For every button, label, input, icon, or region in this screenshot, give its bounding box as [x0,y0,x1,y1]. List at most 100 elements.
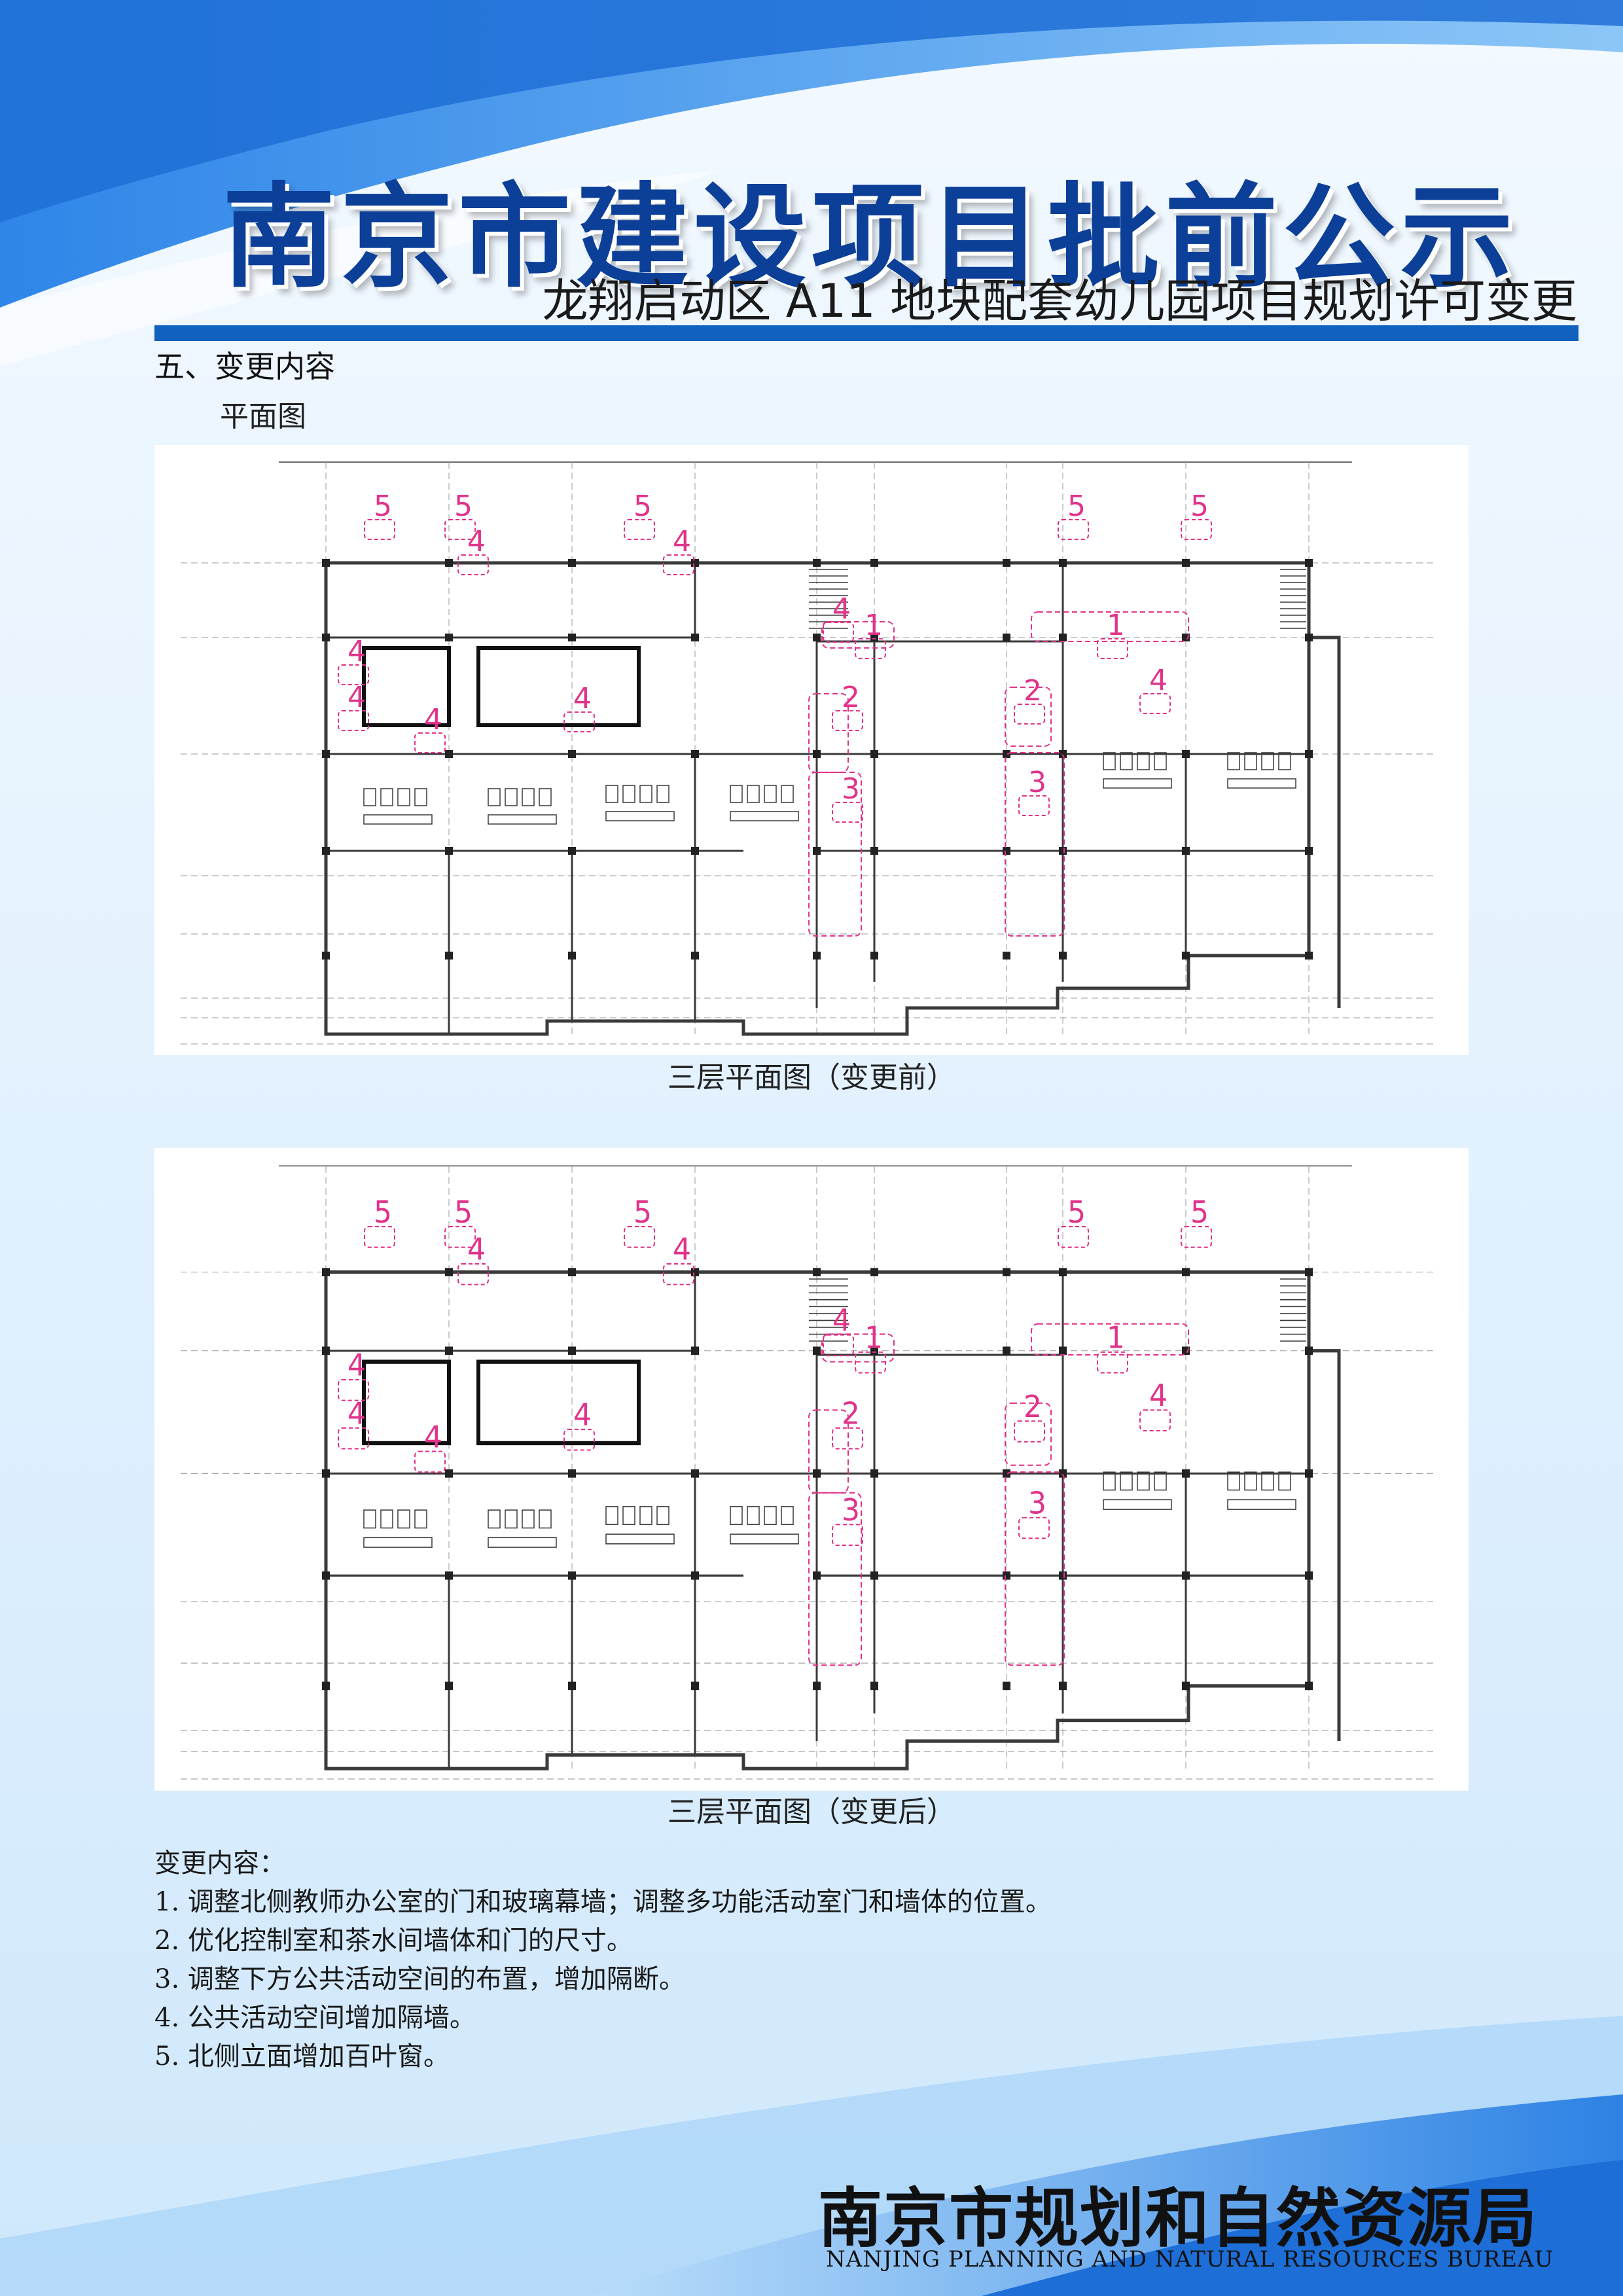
column [870,750,878,758]
change-cloud [338,1427,369,1450]
fixture [363,1509,376,1529]
fixture [380,1509,393,1529]
change-marker: 4 [832,592,851,626]
column [322,559,330,567]
change-marker: 4 [424,1419,442,1454]
counter [1103,1499,1172,1510]
change-marker: 5 [1067,490,1086,523]
change-cloud [1139,1409,1171,1432]
change-cloud [1018,1516,1050,1539]
change-cloud [1097,1351,1128,1374]
fixture [397,788,410,806]
change-cloud [624,519,655,540]
column [691,750,699,758]
column [568,1469,576,1478]
column [445,1469,453,1478]
change-marker: 1 [865,1319,883,1355]
fixture [730,785,743,803]
counter [363,814,433,825]
column [445,1571,453,1580]
change-marker: 4 [348,1348,366,1383]
column [691,1346,699,1355]
fixture [1137,1471,1150,1491]
column [1059,1469,1067,1478]
column [1182,750,1190,758]
change-marker: 4 [1149,664,1168,697]
column [445,952,453,960]
column [1059,1571,1067,1580]
change-marker: 4 [673,525,691,558]
change-marker: 4 [467,525,486,558]
counter [488,814,557,825]
change-marker: 4 [573,682,592,715]
change-cloud [832,1427,863,1450]
change-marker: 5 [1190,490,1209,523]
column [1305,952,1313,960]
light-well [362,646,451,727]
column [691,1571,699,1580]
column [691,952,699,960]
column [813,634,821,641]
column [322,1681,330,1691]
column [1182,559,1190,567]
column [1059,847,1067,855]
fixture [539,1509,552,1529]
column [1003,1469,1010,1478]
change-cloud [1018,795,1050,816]
change-cloud [1181,1226,1212,1248]
change-marker: 4 [1149,1378,1168,1413]
column [568,750,576,758]
column [445,1346,453,1355]
change-marker: 4 [832,1302,851,1338]
column [568,847,576,855]
column [1059,559,1067,567]
exterior-wall [1309,1349,1341,1742]
counter [605,811,675,821]
fixture [488,788,501,806]
fixture [1278,752,1291,770]
change-marker: 4 [573,1397,592,1432]
change-marker: 4 [348,1395,366,1431]
column [322,952,330,960]
column [1059,952,1067,960]
change-marker: 1 [1107,609,1125,642]
column [1003,634,1010,641]
column [813,952,821,960]
fixture [414,1509,427,1529]
change-marker: 5 [454,490,473,523]
revision-cloud [821,621,895,649]
column [322,1469,330,1478]
change-cloud [1181,519,1212,540]
column [870,1268,878,1276]
column [691,559,699,567]
change-cloud [444,1226,476,1248]
fixture [1227,1471,1240,1491]
revision-cloud [1005,1471,1065,1666]
fixture [764,785,777,803]
column [568,634,576,641]
change-cloud [832,1524,863,1546]
header-rule [154,325,1578,341]
fixture [522,1509,535,1529]
change-cloud [823,1334,854,1357]
fixture [488,1509,501,1529]
column [1003,847,1010,855]
fixture [1244,752,1257,770]
change-item: 2. 优化控制室和茶水间墙体和门的尺寸。 [154,1926,633,1956]
fixture [656,1506,669,1526]
column [1305,1346,1313,1355]
change-cloud [338,710,369,731]
change-cloud [457,1263,489,1285]
fixture [1137,752,1150,770]
change-list: 变更内容： 1. 调整北侧教师办公室的门和玻璃幕墙；调整多功能活动室门和墙体的位… [154,1844,1052,2076]
column [1305,1681,1313,1691]
fixture [622,1506,635,1526]
column [568,559,576,567]
column [870,1571,878,1580]
column [445,1268,453,1276]
change-cloud [414,1450,446,1473]
column [1003,559,1010,567]
